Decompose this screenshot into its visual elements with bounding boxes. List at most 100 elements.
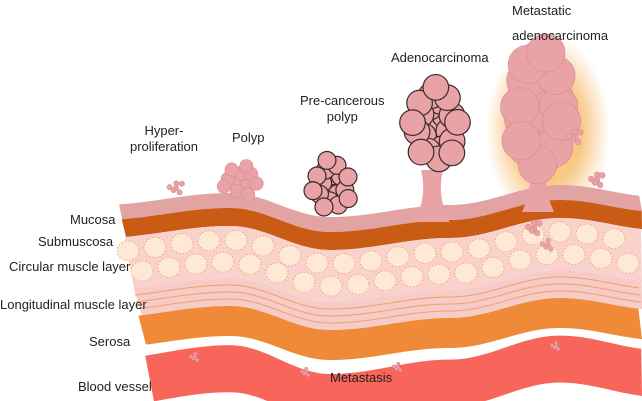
longitudinal-muscle-layer — [133, 270, 642, 330]
tumor-lobe — [303, 181, 323, 201]
tumor-lobe — [525, 223, 532, 231]
tumor-lobe — [422, 73, 450, 101]
muscle-cell — [400, 266, 424, 288]
muscle-cell — [224, 229, 248, 251]
tumor-lobe — [526, 33, 566, 73]
muscle-cell — [292, 271, 316, 293]
tumor-lobe — [191, 356, 196, 361]
tumor-lobe — [239, 159, 254, 174]
tumor-lobe — [577, 129, 584, 136]
muscle-cell — [238, 253, 262, 275]
muscle-cell — [494, 231, 518, 253]
tumor-lobe — [394, 366, 399, 371]
submucosa-layer — [121, 200, 642, 250]
invading-cell-cluster — [540, 238, 554, 252]
tumor-lobe — [556, 347, 561, 351]
tumor-lobe — [173, 180, 180, 187]
tumor-lobe — [399, 109, 426, 137]
tumor-lobe — [314, 197, 334, 217]
label-polyp: Polyp — [232, 130, 265, 145]
muscle-cell — [508, 249, 532, 271]
muscle-cell — [319, 275, 343, 297]
tumor-lobe — [566, 132, 573, 140]
tumor-lobe — [552, 345, 557, 350]
muscle-cell — [265, 262, 289, 284]
tumor-lobe — [596, 181, 604, 189]
label-adenocarcinoma: Adenocarcinoma — [391, 50, 489, 65]
tumor-lobe — [166, 184, 173, 190]
muscle-cell — [143, 236, 167, 258]
adenocarcinoma-stalk — [414, 170, 450, 222]
blood-vessel — [145, 335, 642, 401]
tumor-lobe — [444, 108, 471, 136]
label-line: polyp — [326, 109, 358, 124]
invading-cell-cluster — [525, 219, 543, 237]
tumor-lobe — [554, 340, 559, 345]
muscle-cell — [373, 270, 397, 292]
muscle-cell — [562, 244, 586, 266]
muscle-cell — [427, 263, 451, 285]
muscle-cell — [332, 253, 356, 275]
metastatic-tumor — [500, 33, 581, 185]
tumor-lobe — [302, 371, 307, 376]
tumor-lobe — [392, 364, 396, 369]
tumor-lobe — [304, 366, 309, 371]
tumor-lobe — [306, 373, 311, 377]
tumor-lobe — [536, 220, 543, 227]
tumor-lobe — [574, 138, 582, 146]
label-line: Hyper- — [144, 123, 184, 138]
tumor-lobe — [541, 101, 581, 141]
longitudinal-fiber — [137, 290, 642, 324]
muscle-cell — [359, 250, 383, 272]
muscle-cell — [616, 252, 640, 274]
tumor-lobe — [338, 167, 358, 187]
muscle-cell — [346, 273, 370, 295]
muscle-cell — [184, 253, 208, 275]
tumor-lobe — [195, 358, 200, 362]
muscle-cell — [548, 221, 572, 243]
circulating-tumor-cell — [550, 340, 561, 351]
muscle-cell — [386, 246, 410, 268]
muscle-cell — [454, 262, 478, 284]
circulating-tumor-cell — [300, 366, 311, 377]
tumor-lobe — [189, 354, 193, 359]
label-metastasis: Metastasis — [330, 370, 393, 385]
label-line: proliferation — [130, 139, 198, 154]
tumor-lobe — [588, 175, 595, 183]
label-circular-muscle: Circular muscle layer — [9, 259, 131, 274]
muscle-cell — [481, 256, 505, 278]
tumor-lobe — [533, 229, 541, 237]
muscle-cell — [602, 228, 626, 250]
tumor-lobe — [501, 121, 541, 161]
detached-cell-cluster — [588, 171, 606, 189]
muscle-cell — [467, 238, 491, 260]
label-hyperproliferation: Hyper- proliferation — [130, 123, 198, 155]
muscle-cell — [170, 233, 194, 255]
muscle-cell — [440, 241, 464, 263]
muscle-cell — [413, 242, 437, 264]
tumor-lobe — [550, 343, 554, 348]
label-line: adenocarcinoma — [512, 28, 609, 43]
tumor-lobe — [540, 241, 546, 247]
tumor-lobe — [500, 87, 540, 127]
longitudinal-fiber — [134, 276, 639, 310]
polyp — [216, 159, 264, 202]
tumor-lobe — [300, 369, 304, 374]
tumor-lobe — [317, 150, 337, 170]
tumor-lobe — [545, 238, 551, 244]
label-metastatic-adenocarcinoma: Metastatic adenocarcinoma — [512, 0, 608, 48]
tumor-lobe — [543, 244, 549, 250]
circulating-tumor-cell — [189, 351, 200, 362]
tumor-lobe — [224, 162, 239, 177]
tumor-lobe — [179, 180, 185, 187]
label-blood-vessel: Blood vessel — [78, 379, 152, 394]
muscle-cell — [589, 247, 613, 269]
hyperproliferation-bump — [166, 180, 185, 196]
tumor-lobe — [241, 187, 256, 202]
detached-cell-cluster — [566, 128, 584, 146]
label-line: Metastatic — [512, 3, 572, 18]
label-submucosa: Submuscosa — [38, 234, 114, 249]
tumor-lobe — [407, 138, 435, 166]
